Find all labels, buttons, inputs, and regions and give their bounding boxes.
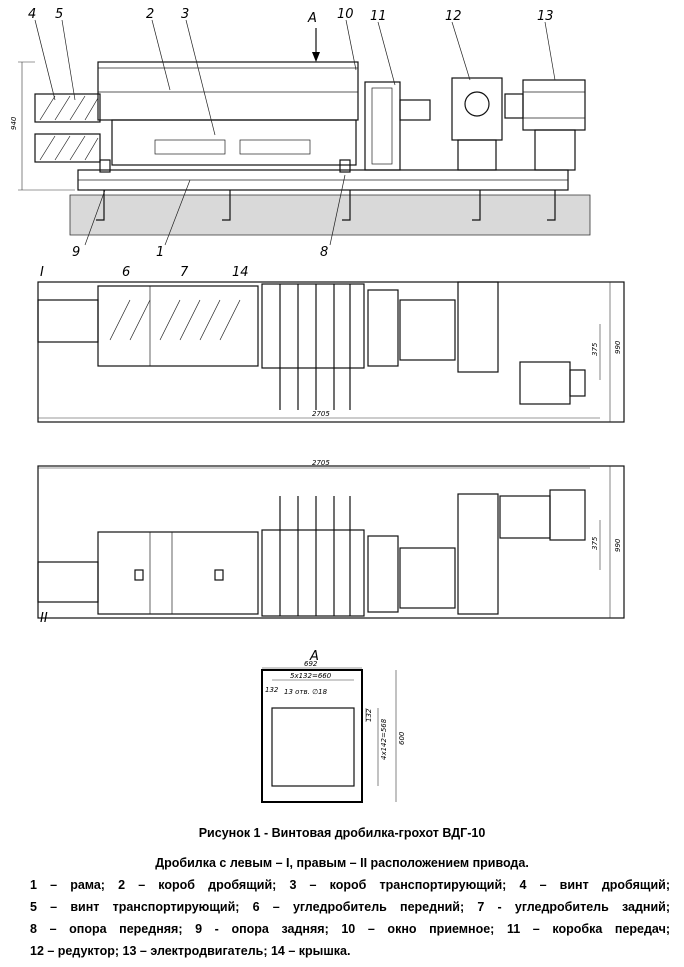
callout-12: 12 xyxy=(445,9,462,24)
plan-view-right-drive xyxy=(37,465,625,619)
callout-13: 13 xyxy=(537,9,554,24)
drawing-labels: A 4 5 2 3 10 11 12 13 9 1 8 I 6 7 14 II … xyxy=(10,7,622,760)
figure-subtitle: Дробилка с левым – I, правым – II распол… xyxy=(155,856,529,870)
dim-width-990-b: 990 xyxy=(614,538,622,552)
gearbox xyxy=(364,81,401,171)
callout-1: 1 xyxy=(156,245,164,260)
view-a-title: A xyxy=(309,649,319,664)
rear-support xyxy=(99,159,111,173)
dim-width-990-a: 990 xyxy=(614,340,622,354)
view-a-receiving-window xyxy=(261,667,397,803)
callout-11: 11 xyxy=(370,9,387,24)
dim-length-2705-b: 2705 xyxy=(312,459,330,467)
transport-box xyxy=(111,119,357,166)
dim-window-hole-spec: 13 отв. ∅18 xyxy=(284,688,328,696)
dim-offset-375-b: 375 xyxy=(591,536,599,550)
callout-2: 2 xyxy=(146,7,154,22)
dim-window-height: 600 xyxy=(398,731,406,745)
side-view xyxy=(18,28,591,236)
figure-title: Рисунок 1 - Винтовая дробилка-грохот ВДГ… xyxy=(198,826,486,840)
roman-numeral-2: II xyxy=(40,611,48,626)
technical-drawing xyxy=(18,19,625,803)
callout-7: 7 xyxy=(180,265,189,280)
dim-height-940: 940 xyxy=(10,116,18,130)
legend-line-2: 5 – винт транспортирующий; 6 – угледроби… xyxy=(30,900,670,914)
front-support xyxy=(339,159,351,173)
dim-window-holes-h: 5x132=660 xyxy=(290,672,332,680)
dim-window-holes-v: 4x142=568 xyxy=(380,718,388,760)
dim-length-2705-a: 2705 xyxy=(312,410,330,418)
dim-window-width: 692 xyxy=(304,660,318,668)
callout-14: 14 xyxy=(232,265,249,280)
dim-window-pitch: 132 xyxy=(265,686,279,694)
dim-window-edge: 132 xyxy=(365,708,373,722)
roman-numeral-1: I xyxy=(40,265,44,280)
callout-9: 9 xyxy=(72,245,80,260)
dim-offset-375-a: 375 xyxy=(591,342,599,356)
callout-3: 3 xyxy=(181,7,189,22)
legend-line-4: 12 – редуктор; 13 – электродвигатель; 14… xyxy=(30,944,351,958)
legend-line-1: 1 – рама; 2 – короб дробящий; 3 – короб … xyxy=(30,878,670,892)
plan-view-left-drive xyxy=(37,281,625,423)
legend-line-3: 8 – опора передняя; 9 - опора задняя; 10… xyxy=(30,922,670,936)
screw-ends xyxy=(34,93,101,163)
callout-5: 5 xyxy=(55,7,63,22)
callout-leaders-side xyxy=(34,19,556,246)
callout-6: 6 xyxy=(122,265,130,280)
anchor-bolts xyxy=(96,190,556,221)
callout-4: 4 xyxy=(28,7,36,22)
callout-10: 10 xyxy=(337,7,354,22)
callout-8: 8 xyxy=(320,245,328,260)
ground-hatch xyxy=(69,194,591,236)
view-a-arrow-label: A xyxy=(307,11,317,26)
